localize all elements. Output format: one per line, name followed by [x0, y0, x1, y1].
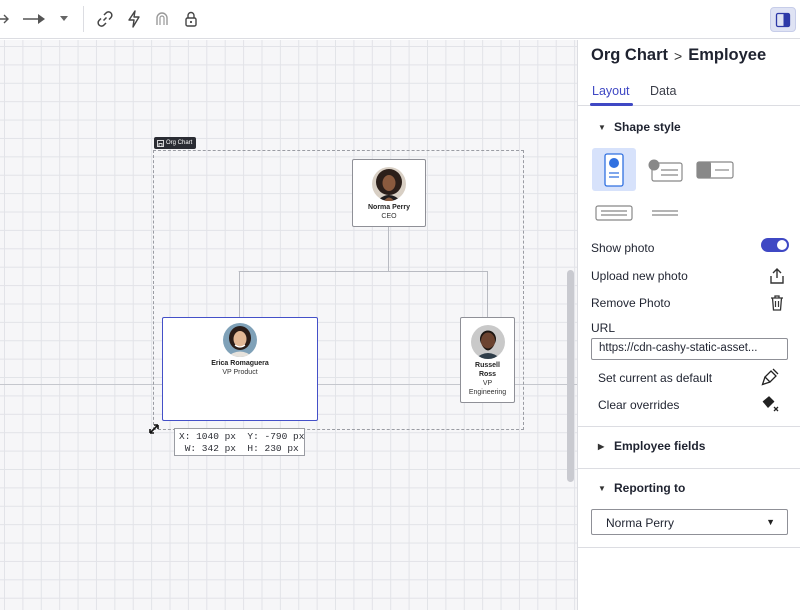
clear-fill-icon[interactable]: [760, 394, 780, 414]
lightning-icon[interactable]: [124, 8, 144, 30]
arrow-end-icon[interactable]: [22, 8, 46, 30]
breadcrumb-parent[interactable]: Org Chart: [591, 46, 669, 64]
trash-icon[interactable]: [767, 293, 787, 313]
employee-role: CEO: [381, 213, 397, 220]
shape-style-header[interactable]: ▼ Shape style: [598, 120, 681, 134]
lock-icon[interactable]: [181, 8, 201, 30]
shape-style-vertical-card[interactable]: [592, 148, 636, 191]
group-tag-label: Org Chart: [166, 140, 193, 146]
reporting-to-select[interactable]: Norma Perry ▼: [591, 509, 788, 535]
position-readout: X: 1040 px Y: -790 px: [179, 431, 305, 442]
resize-handle-icon[interactable]: [148, 422, 160, 434]
connector-corners: [238, 270, 240, 272]
url-label: URL: [591, 321, 616, 335]
panel-tabs: Layout Data: [578, 80, 800, 106]
employee-card-vp-product[interactable]: Erica Romaguera VP Product: [162, 317, 318, 421]
magnet-icon[interactable]: [152, 8, 172, 30]
employee-card-ceo[interactable]: Norma Perry CEO: [352, 159, 426, 227]
org-chart-icon: [157, 139, 164, 147]
breadcrumb-separator: >: [674, 47, 683, 64]
properties-panel: Org Chart > Employee Layout Data ▼ Shape…: [577, 40, 800, 610]
brush-icon[interactable]: [760, 367, 780, 387]
avatar: [223, 323, 257, 357]
avatar: [470, 325, 505, 359]
link-icon[interactable]: [95, 8, 115, 30]
tab-layout[interactable]: Layout: [592, 84, 630, 98]
caret-right-icon: ▶: [598, 441, 605, 451]
upload-icon[interactable]: [767, 266, 787, 286]
connector-right-icon[interactable]: [0, 8, 12, 30]
breadcrumb-current: Employee: [688, 46, 767, 64]
chevron-down-icon: ▼: [766, 517, 775, 527]
connector-line: [239, 271, 488, 272]
panel-divider: [578, 468, 800, 469]
org-chart-group-tag[interactable]: Org Chart: [154, 137, 197, 149]
employee-name: Russell Ross: [475, 362, 500, 378]
avatar: [372, 167, 406, 201]
employee-card-vp-engineering[interactable]: Russell Ross VP Engineering: [460, 317, 515, 403]
employee-name: Norma Perry: [367, 204, 411, 211]
remove-photo-label[interactable]: Remove Photo: [591, 296, 671, 310]
toolbar-divider: [83, 6, 84, 32]
section-title: Employee fields: [614, 439, 706, 453]
clear-overrides-label[interactable]: Clear overrides: [598, 398, 680, 412]
section-title: Reporting to: [614, 481, 686, 495]
employee-role: VP Engineering: [468, 380, 507, 396]
panel-divider: [578, 547, 800, 548]
side-bar-card-icon: [696, 161, 734, 179]
employee-role: VP Product: [222, 369, 258, 376]
vertical-scrollbar[interactable]: [567, 270, 574, 482]
toggle-knob: [777, 240, 787, 250]
panel-divider: [578, 426, 800, 427]
size-readout: W: 342 px H: 230 px: [179, 442, 299, 454]
dimensions-tooltip: X: 1040 px Y: -790 px W: 342 px H: 230 p…: [174, 428, 305, 456]
set-default-label[interactable]: Set current as default: [598, 371, 713, 385]
url-field[interactable]: https://cdn-cashy-static-asset...: [591, 338, 788, 360]
breadcrumb: Org Chart > Employee: [591, 46, 766, 65]
connector-line: [388, 227, 389, 272]
show-photo-toggle[interactable]: [761, 238, 789, 252]
section-title: Shape style: [614, 120, 681, 134]
shape-style-photo-left[interactable]: [644, 152, 686, 188]
shape-style-side-bar[interactable]: [694, 152, 736, 188]
connector-line: [487, 271, 488, 318]
upload-photo-label[interactable]: Upload new photo: [591, 269, 688, 283]
caret-down-icon: ▼: [598, 122, 606, 132]
right-panel-icon[interactable]: [770, 7, 796, 32]
tab-data[interactable]: Data: [650, 84, 677, 98]
org-chart-group-frame[interactable]: [153, 150, 524, 430]
reporting-to-header[interactable]: ▼ Reporting to: [598, 481, 685, 495]
shape-style-text-box[interactable]: [592, 196, 636, 230]
connector-line: [239, 271, 240, 318]
employee-fields-header[interactable]: ▶ Employee fields: [598, 439, 705, 453]
vertical-card-icon: [604, 152, 624, 187]
selected-manager: Norma Perry: [606, 516, 675, 530]
shape-style-text-only[interactable]: [644, 196, 686, 230]
dropdown-caret-icon[interactable]: [58, 8, 70, 30]
toolbar: [0, 0, 800, 39]
show-photo-label: Show photo: [591, 241, 655, 255]
photo-left-card-icon: [648, 159, 683, 182]
text-box-icon: [595, 205, 633, 221]
caret-down-icon: ▼: [598, 483, 606, 493]
employee-name: Erica Romaguera: [211, 360, 269, 367]
text-only-icon: [652, 210, 678, 216]
active-tab-indicator: [590, 103, 633, 106]
